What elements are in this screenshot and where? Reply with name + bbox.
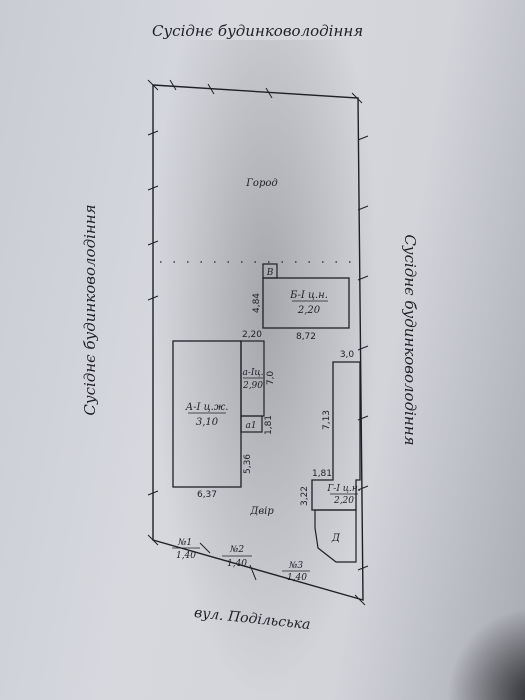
neighbor-top-label: Сусіднє будинковолодіння [152,22,364,40]
dim-g-small: 3,22 [300,486,310,506]
gate-1-width: 1,40 [176,551,196,561]
dim-a1-offset: 1,81 [264,415,274,435]
building-v-label: В [266,268,274,278]
gate-1-no: №1 [177,538,192,548]
garden-label: Город [245,178,277,189]
building-b-name: Б-І ц.н. [289,290,328,301]
yard-label: Двір [249,506,274,517]
building-b-height: 2,20 [297,305,321,316]
building-b [262,277,350,329]
gate-3-no: №3 [288,561,304,571]
dim-a-height: 7,0 [266,371,276,386]
annex-a-name: а-Іц. [242,368,263,378]
annex-a1-name: а1 [245,421,256,431]
annex-a-height: 2,90 [242,381,263,391]
gate-3: №3 1,40 [282,561,310,583]
gate-2-width: 1,40 [227,559,247,569]
plot-boundary [152,84,364,601]
building-a-name: А-І ц.ж. [185,402,229,413]
building-a-height: 3,10 [196,417,219,428]
dim-g-top: 3,0 [340,350,355,360]
gate-2-no: №2 [229,545,245,555]
dim-a-left: 5,36 [243,454,253,474]
gate-3-width: 1,40 [287,573,307,583]
annex-a1 [240,415,263,433]
structure-d-label: Д [331,533,341,544]
building-a [172,340,242,488]
boundary-ticks [147,79,369,606]
structure-d [314,509,357,563]
dim-b-width: 8,72 [296,332,316,342]
dim-gap: 2,20 [242,330,262,340]
corner-shadow [440,600,525,700]
gate-1: №1 1,40 [172,538,200,561]
building-g-name: Г-І ц.н. [326,484,360,494]
annex-a [240,340,265,417]
dim-a-width: 6,37 [197,490,217,500]
dim-g-side: 7,13 [322,410,332,430]
building-v [262,263,278,279]
dim-g-step: 1,81 [312,469,332,479]
dim-b-height: 4,84 [252,293,262,313]
gate-2: №2 1,40 [222,545,252,569]
building-g-height: 2,20 [333,496,354,506]
